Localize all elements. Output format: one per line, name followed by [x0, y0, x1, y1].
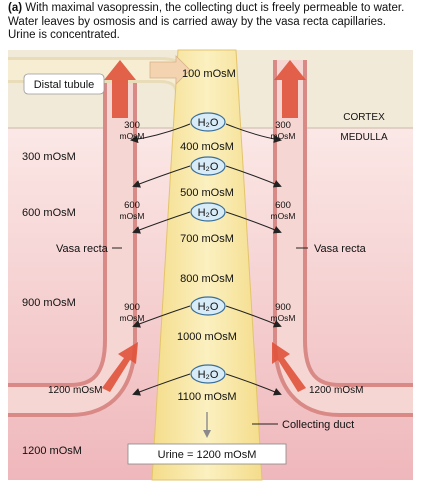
svg-text:H₂O: H₂O: [198, 117, 219, 129]
duct-osm-400: 400 mOsM: [180, 141, 234, 153]
duct-osm-800: 800 mOsM: [180, 273, 234, 285]
caption-tag: (a): [8, 2, 23, 14]
urine-label: Urine = 1200 mOsM: [158, 449, 257, 461]
vessel-right-900: 900: [275, 302, 291, 313]
vessel-right-600-unit: mOsM: [270, 211, 295, 221]
collecting-duct-label: Collecting duct: [282, 419, 354, 431]
vessel-left-600-unit: mOsM: [119, 211, 144, 221]
vessel-left-900-unit: mOsM: [119, 313, 144, 323]
distal-tubule-label: Distal tubule: [34, 79, 95, 91]
vasa-recta-left-label: Vasa recta: [56, 243, 109, 255]
water-flow-arrows: [130, 123, 282, 396]
svg-text:H₂O: H₂O: [198, 207, 219, 219]
h2o-bubble: H₂O: [190, 296, 226, 316]
interstitial-300: 300 mOsM: [22, 151, 76, 163]
vessel-right-300-unit: mOsM: [270, 131, 295, 141]
figure-caption: (a) With maximal vasopressin, the collec…: [8, 2, 413, 43]
vasa-recta-right-label: Vasa recta: [314, 243, 367, 255]
duct-top-osm: 100 mOsM: [182, 68, 236, 80]
vessel-labels: 300 mOsM 300 mOsM 600 mOsM 600 mOsM 900 …: [119, 120, 295, 323]
vessel-left-300-unit: mOsM: [119, 131, 144, 141]
right-flow-arrow: [272, 342, 306, 392]
svg-text:H₂O: H₂O: [198, 369, 219, 381]
svg-text:H₂O: H₂O: [198, 161, 219, 173]
vessel-right-900-unit: mOsM: [270, 313, 295, 323]
duct-osm-500: 500 mOsM: [180, 187, 234, 199]
medulla-label: MEDULLA: [340, 132, 388, 143]
duct-osm-1100: 1100 mOsM: [177, 391, 236, 403]
urine-box: [127, 443, 287, 465]
interstitial-900: 900 mOsM: [22, 297, 76, 309]
vessel-left-300: 300: [124, 120, 140, 131]
vessel-left-600: 600: [124, 200, 140, 211]
duct-osm-700: 700 mOsM: [180, 233, 234, 245]
loop-right-1200: 1200 mOsM: [309, 385, 363, 396]
h2o-bubble: H₂O: [190, 112, 226, 132]
right-up-arrow: [274, 60, 306, 118]
h2o-bubbles: H₂O H₂O H₂O H₂O H₂O: [190, 112, 226, 384]
svg-text:H₂O: H₂O: [198, 301, 219, 313]
distal-tubule-label-box: [23, 73, 105, 95]
vessel-left-900: 900: [124, 302, 140, 313]
left-flow-arrow: [102, 342, 138, 392]
h2o-bubble: H₂O: [190, 364, 226, 384]
caption-text: With maximal vasopressin, the collecting…: [8, 2, 405, 41]
vessel-right-600: 600: [275, 200, 291, 211]
duct-osm-1000: 1000 mOsM: [177, 331, 237, 343]
collecting-duct: [151, 49, 263, 481]
interstitial-600: 600 mOsM: [22, 207, 76, 219]
h2o-bubble: H₂O: [190, 156, 226, 176]
distal-flow-arrow: [149, 55, 191, 85]
left-up-arrow: [104, 60, 136, 118]
vessel-right-300: 300: [275, 120, 291, 131]
loop-left-1200: 1200 mOsM: [48, 385, 102, 396]
interstitial-1200-bottom: 1200 mOsM: [22, 445, 82, 457]
h2o-bubble: H₂O: [190, 202, 226, 222]
cortex-label: CORTEX: [343, 112, 385, 123]
